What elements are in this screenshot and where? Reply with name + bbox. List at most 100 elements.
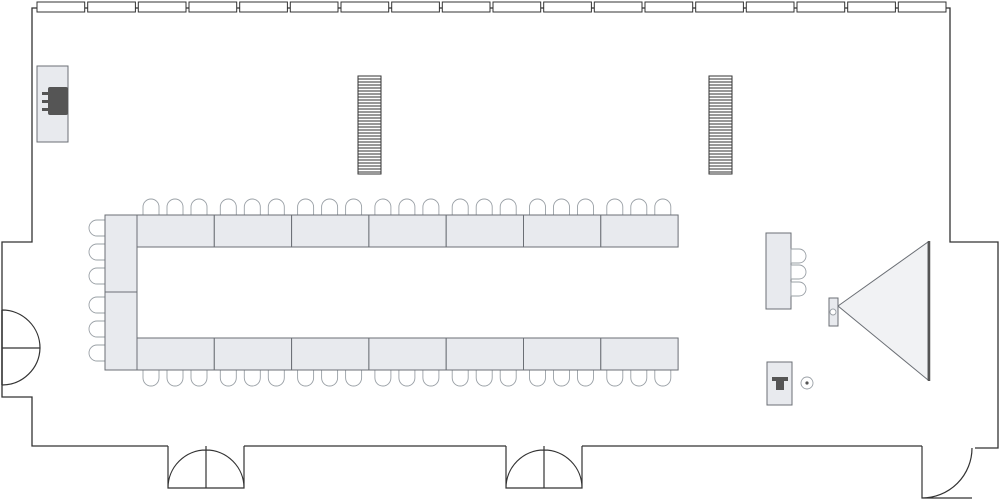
chair xyxy=(142,198,160,216)
chair xyxy=(297,369,315,387)
table-bottom-row xyxy=(523,337,602,371)
chair xyxy=(654,369,672,387)
chair xyxy=(166,198,184,216)
vent-frame xyxy=(708,75,733,175)
chair xyxy=(345,369,363,387)
chair xyxy=(374,198,392,216)
equipment-knob-icon xyxy=(42,100,50,103)
chair xyxy=(219,369,237,387)
speaker-dot-icon xyxy=(805,381,809,385)
west-door xyxy=(1,309,41,386)
chair xyxy=(451,198,469,216)
chair xyxy=(790,248,807,264)
vent xyxy=(708,75,733,175)
table-top-row xyxy=(523,214,602,248)
window-pane xyxy=(593,1,643,13)
side-cabinet xyxy=(36,65,69,143)
chair xyxy=(142,369,160,387)
chair xyxy=(499,198,517,216)
ceiling-vents xyxy=(357,75,733,175)
chair xyxy=(219,198,237,216)
chair xyxy=(88,296,106,314)
chair xyxy=(374,369,392,387)
chair xyxy=(243,369,261,387)
chair xyxy=(88,320,106,338)
window-pane xyxy=(239,1,288,13)
table-top-row xyxy=(368,214,447,248)
chair xyxy=(529,198,546,216)
projection-area xyxy=(828,241,931,382)
projection-beam xyxy=(837,241,929,382)
window-pane xyxy=(543,1,592,13)
chair xyxy=(553,369,570,387)
table-top-row xyxy=(291,214,370,248)
window-pane xyxy=(745,1,795,13)
chair xyxy=(267,198,285,216)
window-pane xyxy=(492,1,542,13)
chair xyxy=(475,369,493,387)
table-top-row xyxy=(213,214,293,248)
window-pane xyxy=(796,1,846,13)
chair xyxy=(345,198,363,216)
microphone-icon xyxy=(772,377,788,390)
chair xyxy=(790,264,807,280)
chair xyxy=(297,198,315,216)
chair xyxy=(630,369,648,387)
chair xyxy=(630,198,648,216)
table-bottom-row xyxy=(445,337,525,371)
chair xyxy=(529,369,546,387)
chair xyxy=(88,267,106,285)
south-door-2 xyxy=(505,446,583,489)
table-top-row xyxy=(136,214,215,248)
chair xyxy=(451,369,469,387)
chair xyxy=(790,281,807,297)
chair xyxy=(88,243,106,261)
window-pane xyxy=(87,1,136,13)
table-side xyxy=(104,214,138,293)
window-pane xyxy=(188,1,238,13)
south-east-door xyxy=(921,446,973,499)
chair xyxy=(422,198,440,216)
chair xyxy=(321,198,339,216)
north-west-wall xyxy=(1,7,999,449)
chair xyxy=(190,369,208,387)
head-table xyxy=(765,232,792,310)
equipment-knob-icon xyxy=(42,108,50,111)
window-pane xyxy=(847,1,896,13)
chair xyxy=(475,198,493,216)
chair xyxy=(553,198,570,216)
chair xyxy=(321,369,339,387)
podium-group xyxy=(766,361,814,406)
table-side xyxy=(104,291,138,371)
chair xyxy=(88,344,106,362)
chair xyxy=(606,198,624,216)
south-door-1 xyxy=(167,446,245,489)
window-strip xyxy=(36,1,947,13)
equipment-icon xyxy=(48,87,68,115)
head-table-group xyxy=(765,232,807,310)
table-bottom-row xyxy=(213,337,293,371)
window-pane xyxy=(340,1,390,13)
chair xyxy=(190,198,208,216)
window-pane xyxy=(36,1,86,13)
projector-lens-icon xyxy=(829,308,837,316)
chair xyxy=(166,369,184,387)
vent-frame xyxy=(357,75,382,175)
chair xyxy=(267,369,285,387)
chair xyxy=(654,198,672,216)
chair xyxy=(398,369,416,387)
window-pane xyxy=(644,1,694,13)
window-pane xyxy=(897,1,947,13)
table-bottom-row xyxy=(136,337,215,371)
window-pane xyxy=(391,1,440,13)
equipment-knob-icon xyxy=(42,92,50,95)
head-table-chairs xyxy=(790,248,807,297)
chair xyxy=(88,219,106,237)
doors xyxy=(1,309,973,499)
window-pane xyxy=(137,1,187,13)
chair xyxy=(577,369,594,387)
vent xyxy=(357,75,382,175)
table-bottom-row xyxy=(368,337,447,371)
